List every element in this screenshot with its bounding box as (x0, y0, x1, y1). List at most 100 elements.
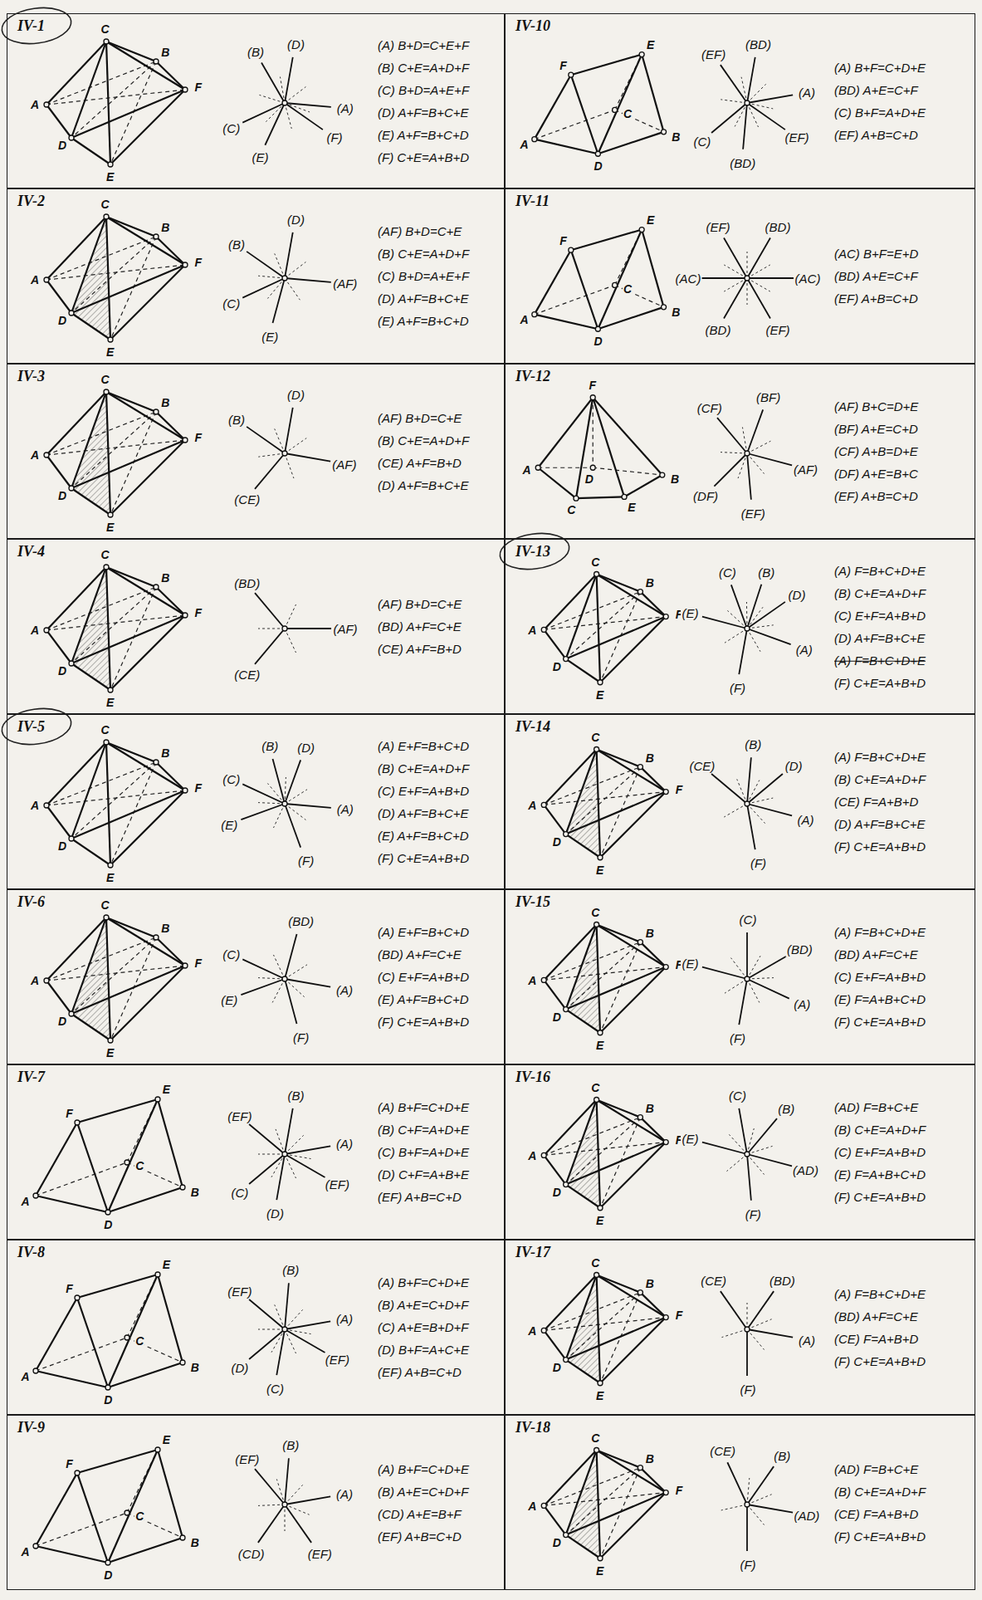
vertex-label: B (644, 927, 655, 940)
crystal-edge (71, 312, 111, 340)
pole-spoke (284, 933, 297, 979)
cell-number: IV-5 (15, 718, 47, 736)
vertex-dot (74, 1119, 80, 1125)
crystal-edge (566, 834, 601, 858)
equation: (C) E+F=A+B+D (376, 970, 470, 985)
vertex-label: A (521, 464, 532, 478)
equation: (C) E+F=A+B+D (833, 608, 927, 623)
vertex-dot (663, 614, 669, 620)
crystal-edge (543, 1329, 566, 1359)
crystal-edge (46, 630, 72, 664)
vertex-dot (563, 831, 569, 837)
crystal-edge (600, 791, 666, 858)
pole-spoke (742, 102, 748, 150)
equation: (C) E+F=A+B+D (833, 1145, 927, 1160)
vertex-label: C (100, 548, 111, 562)
pole-spoke (723, 238, 748, 279)
cell-number: IV-17 (513, 1244, 553, 1261)
pole-label: (C) (221, 771, 241, 787)
crystal-edge (537, 397, 593, 468)
cell-illustration (43, 914, 331, 1043)
cell-illustration (535, 395, 792, 501)
crystal-edge (106, 41, 186, 90)
pole-label: (EF) (764, 323, 791, 338)
crystal-edge (107, 1099, 158, 1212)
crystal-edge (106, 917, 111, 1041)
pole-spoke (723, 278, 748, 318)
pole-label: (F) (297, 853, 315, 868)
pole-label: (C) (738, 913, 758, 928)
equation: (A) E+F=B+C+D (376, 738, 470, 753)
pole-label: (D) (265, 1206, 285, 1222)
pole-label: (E) (251, 151, 270, 166)
vertex-dot (590, 464, 596, 470)
vertex-label: B (644, 1277, 655, 1290)
crystal-edge (71, 488, 111, 515)
pole-spoke (254, 1468, 285, 1505)
crystal-edge (596, 924, 667, 968)
crystal-edge (596, 574, 601, 683)
pole-label: (C) (727, 1089, 748, 1104)
crystal-edge (624, 474, 663, 497)
pole-label: (CD) (237, 1547, 266, 1562)
vertex-dot (663, 1490, 669, 1495)
vertex-dot (68, 485, 74, 491)
crystal-edge (46, 279, 72, 313)
vertex-dot (43, 802, 49, 808)
equation: (A) F=B+C+D+E (833, 653, 927, 668)
pole-label: (AF) (332, 277, 358, 292)
equation: (C) B+D=A+E+F (376, 83, 470, 98)
vertex-label: E (645, 39, 655, 52)
equation: (AF) B+D=C+E (376, 224, 463, 240)
pole-spoke (738, 978, 748, 1025)
pole-label: (A) (797, 1333, 816, 1348)
shaded-face (566, 749, 601, 858)
pole-label: (A) (796, 812, 816, 827)
equation: (C) E+F=A+B+D (833, 970, 927, 985)
crystal-edge (543, 1450, 597, 1506)
pole-label: (C) (718, 566, 738, 581)
equation: (B) C+E=A+D+F (833, 1123, 927, 1138)
vertex-label: E (626, 501, 636, 514)
vertex-dot (663, 789, 669, 795)
hidden-edge (566, 591, 641, 660)
hidden-edge (71, 937, 157, 1014)
vertex-dot (594, 1272, 600, 1278)
crystal-edge (596, 1275, 601, 1383)
crystal-edge (71, 137, 111, 165)
vertex-label: D (552, 1011, 562, 1024)
crystal-cell: IV-2ABCDEF(D)(B)(C)(E)(AF)(AF) B+D=C+E(B… (6, 188, 505, 364)
vertex-dot (182, 612, 188, 618)
pole-spoke (284, 1108, 294, 1154)
crystal-edge (596, 574, 641, 592)
pole-label: (AF) (332, 622, 358, 637)
equation: (B) C+E=A+D+F (833, 1484, 927, 1499)
vertex-label: E (105, 521, 115, 534)
dashed-spoke (258, 453, 285, 457)
crystal-edge (46, 805, 72, 839)
vertex-label: B (670, 131, 681, 144)
pole-spoke (747, 1118, 777, 1154)
equation: (A) F=B+C+D+E (833, 925, 927, 940)
vertex-label: E (595, 1389, 605, 1403)
crystal-cell: IV-6ABCDEF(BD)(C)(E)(A)(F)(A) E+F=B+C+D(… (6, 889, 505, 1065)
vertex-label: A (29, 99, 40, 113)
pole-spoke (284, 102, 332, 108)
vertex-dot (563, 1357, 569, 1363)
equation: (D) C+F=A+B+E (376, 1167, 470, 1183)
crystal-edge (71, 264, 186, 313)
hidden-edge (35, 1512, 128, 1546)
crystal-edge (592, 397, 663, 475)
crystal-edge (71, 41, 107, 138)
crystal-edge (566, 1450, 597, 1535)
dashed-spoke (284, 628, 297, 653)
pole-label: (B) (227, 412, 246, 427)
equation: (EF) A+B=C+D (376, 1529, 463, 1544)
equation: (A) B+D=C+E+F (376, 38, 470, 53)
crystal-edge (106, 391, 111, 515)
pole-label: (E) (219, 817, 239, 832)
pole-label: (EF) (704, 219, 731, 235)
star-center (744, 1501, 750, 1507)
hidden-edge (543, 767, 641, 806)
equation: (A) B+F=C+D+E (376, 1100, 470, 1115)
